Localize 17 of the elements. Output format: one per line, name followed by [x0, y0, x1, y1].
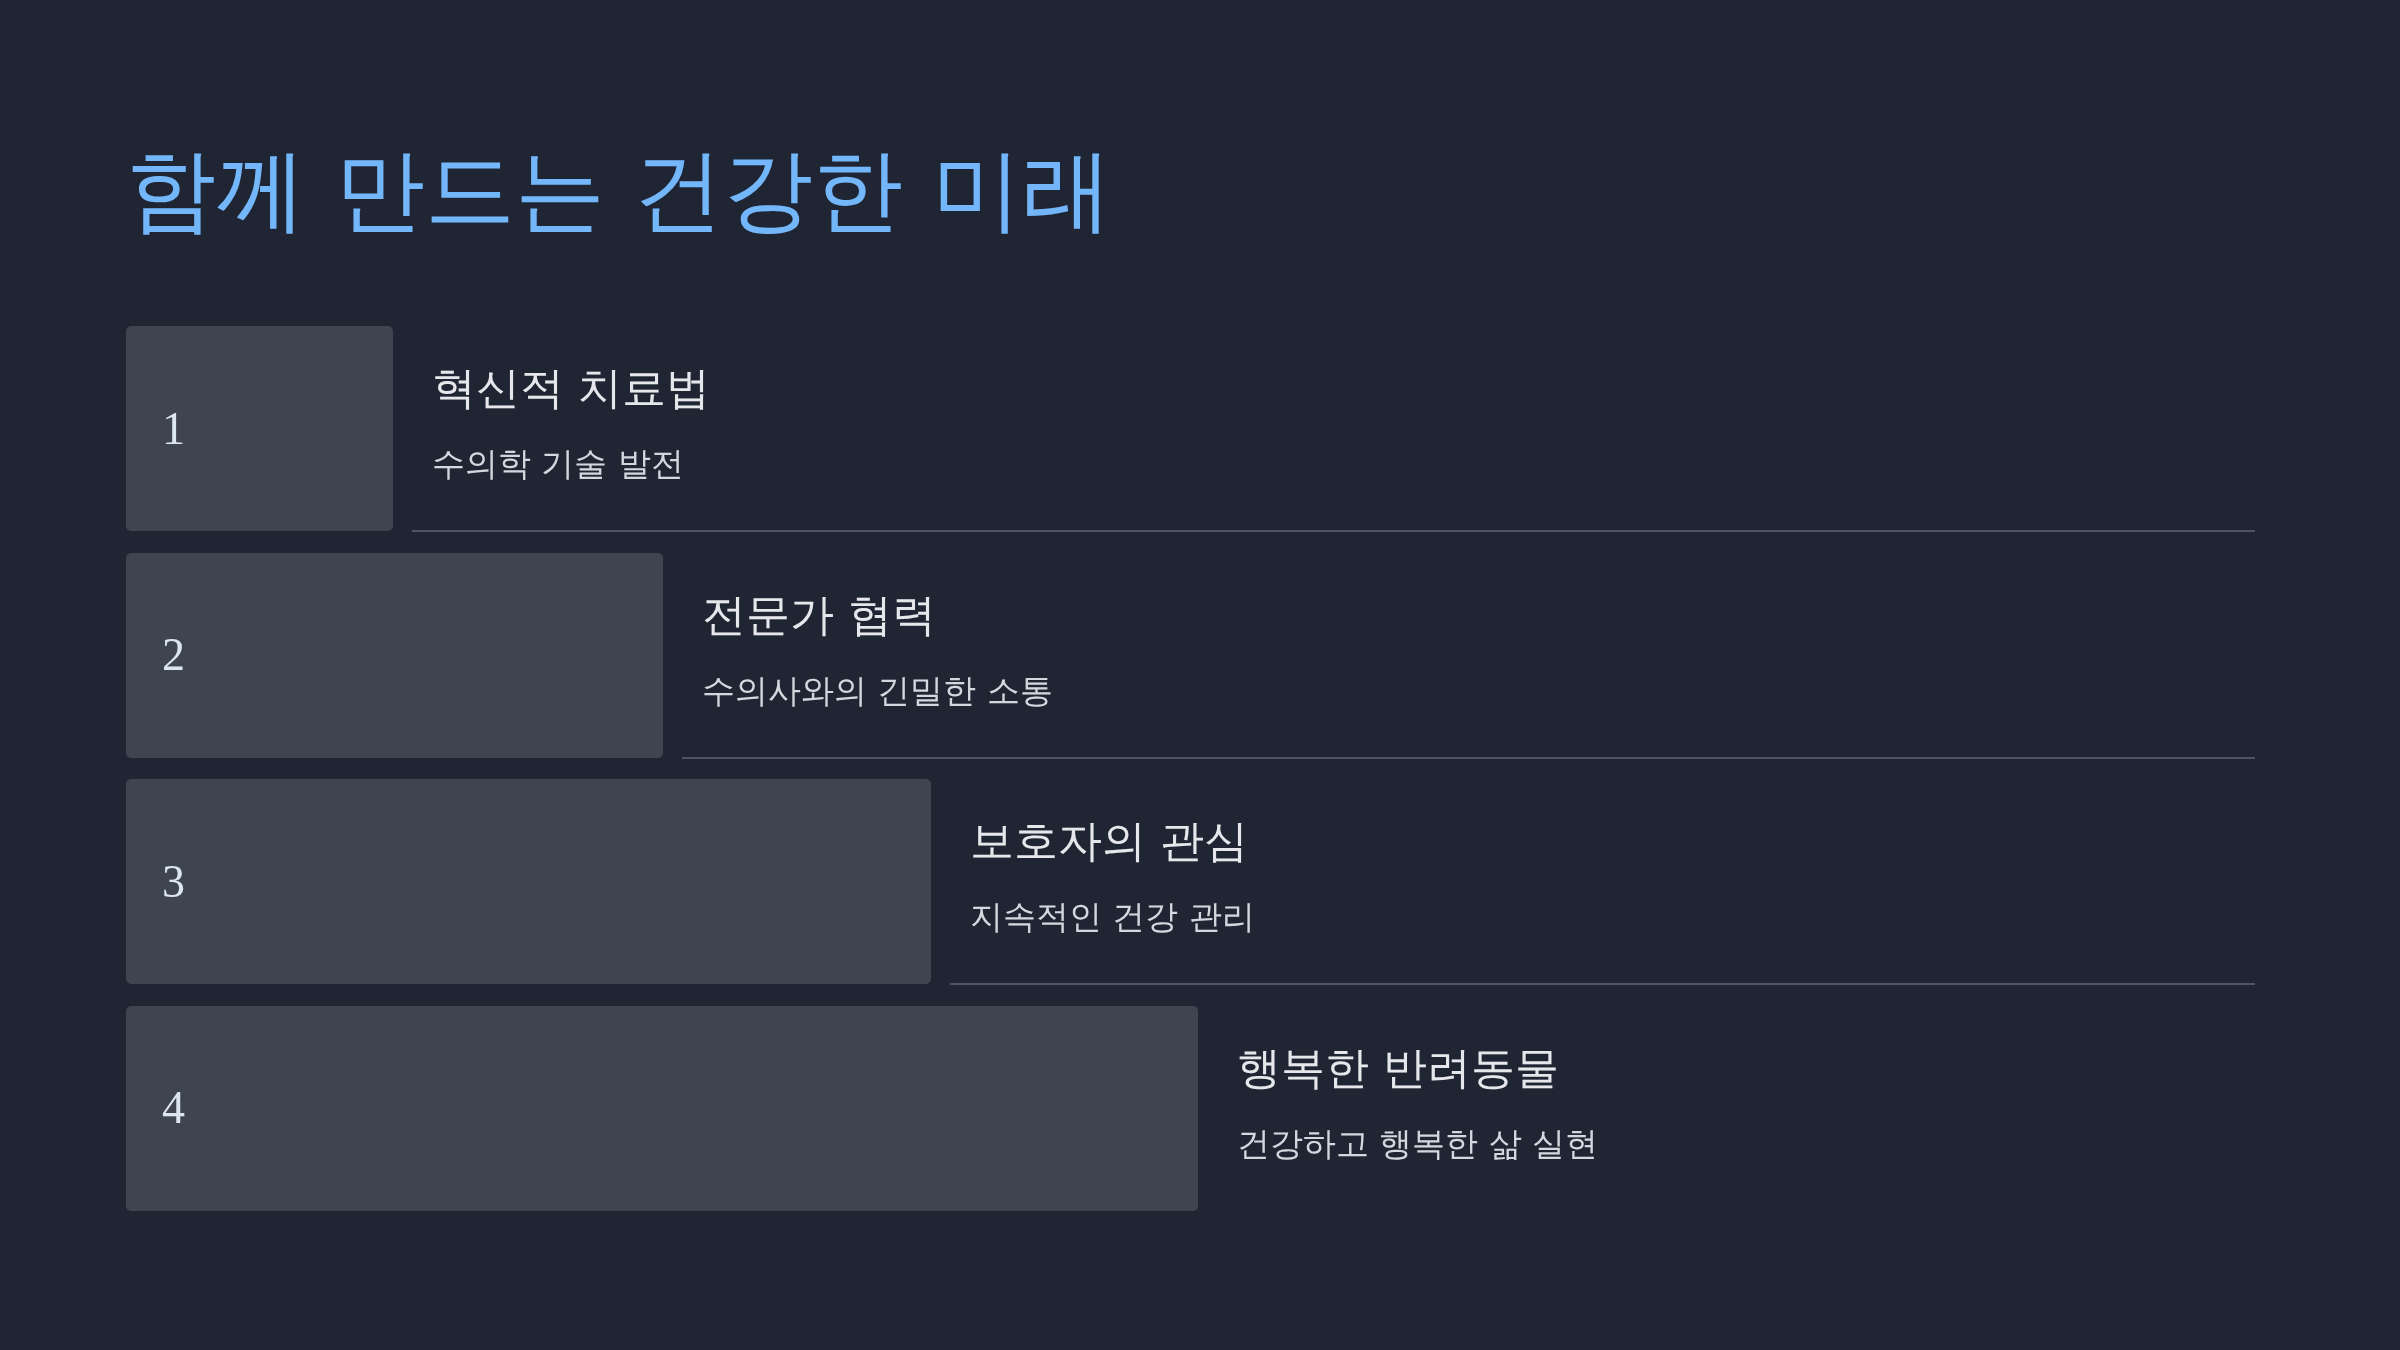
step-number: 4 — [162, 1081, 185, 1136]
step-number: 3 — [162, 854, 185, 909]
step-heading: 보호자의 관심 — [970, 815, 1248, 868]
step-heading: 혁신적 치료법 — [432, 362, 710, 415]
step-description: 건강하고 행복한 삶 실현 — [1237, 1123, 1599, 1164]
step-description: 수의학 기술 발전 — [432, 444, 684, 484]
step-bar — [126, 1005, 1198, 1211]
step-number: 1 — [162, 401, 185, 456]
step-bar — [126, 326, 393, 531]
step-description: 지속적인 건강 관리 — [970, 897, 1255, 937]
step-heading: 행복한 반려동물 — [1237, 1041, 1559, 1095]
step-bar — [126, 779, 931, 984]
slide-title: 함께 만드는 건강한 미래 — [126, 136, 1112, 244]
step-description: 수의사와의 긴밀한 소통 — [702, 670, 1053, 711]
step-number: 2 — [162, 628, 185, 683]
step-bar — [126, 552, 663, 758]
step-heading: 전문가 협력 — [702, 588, 936, 642]
